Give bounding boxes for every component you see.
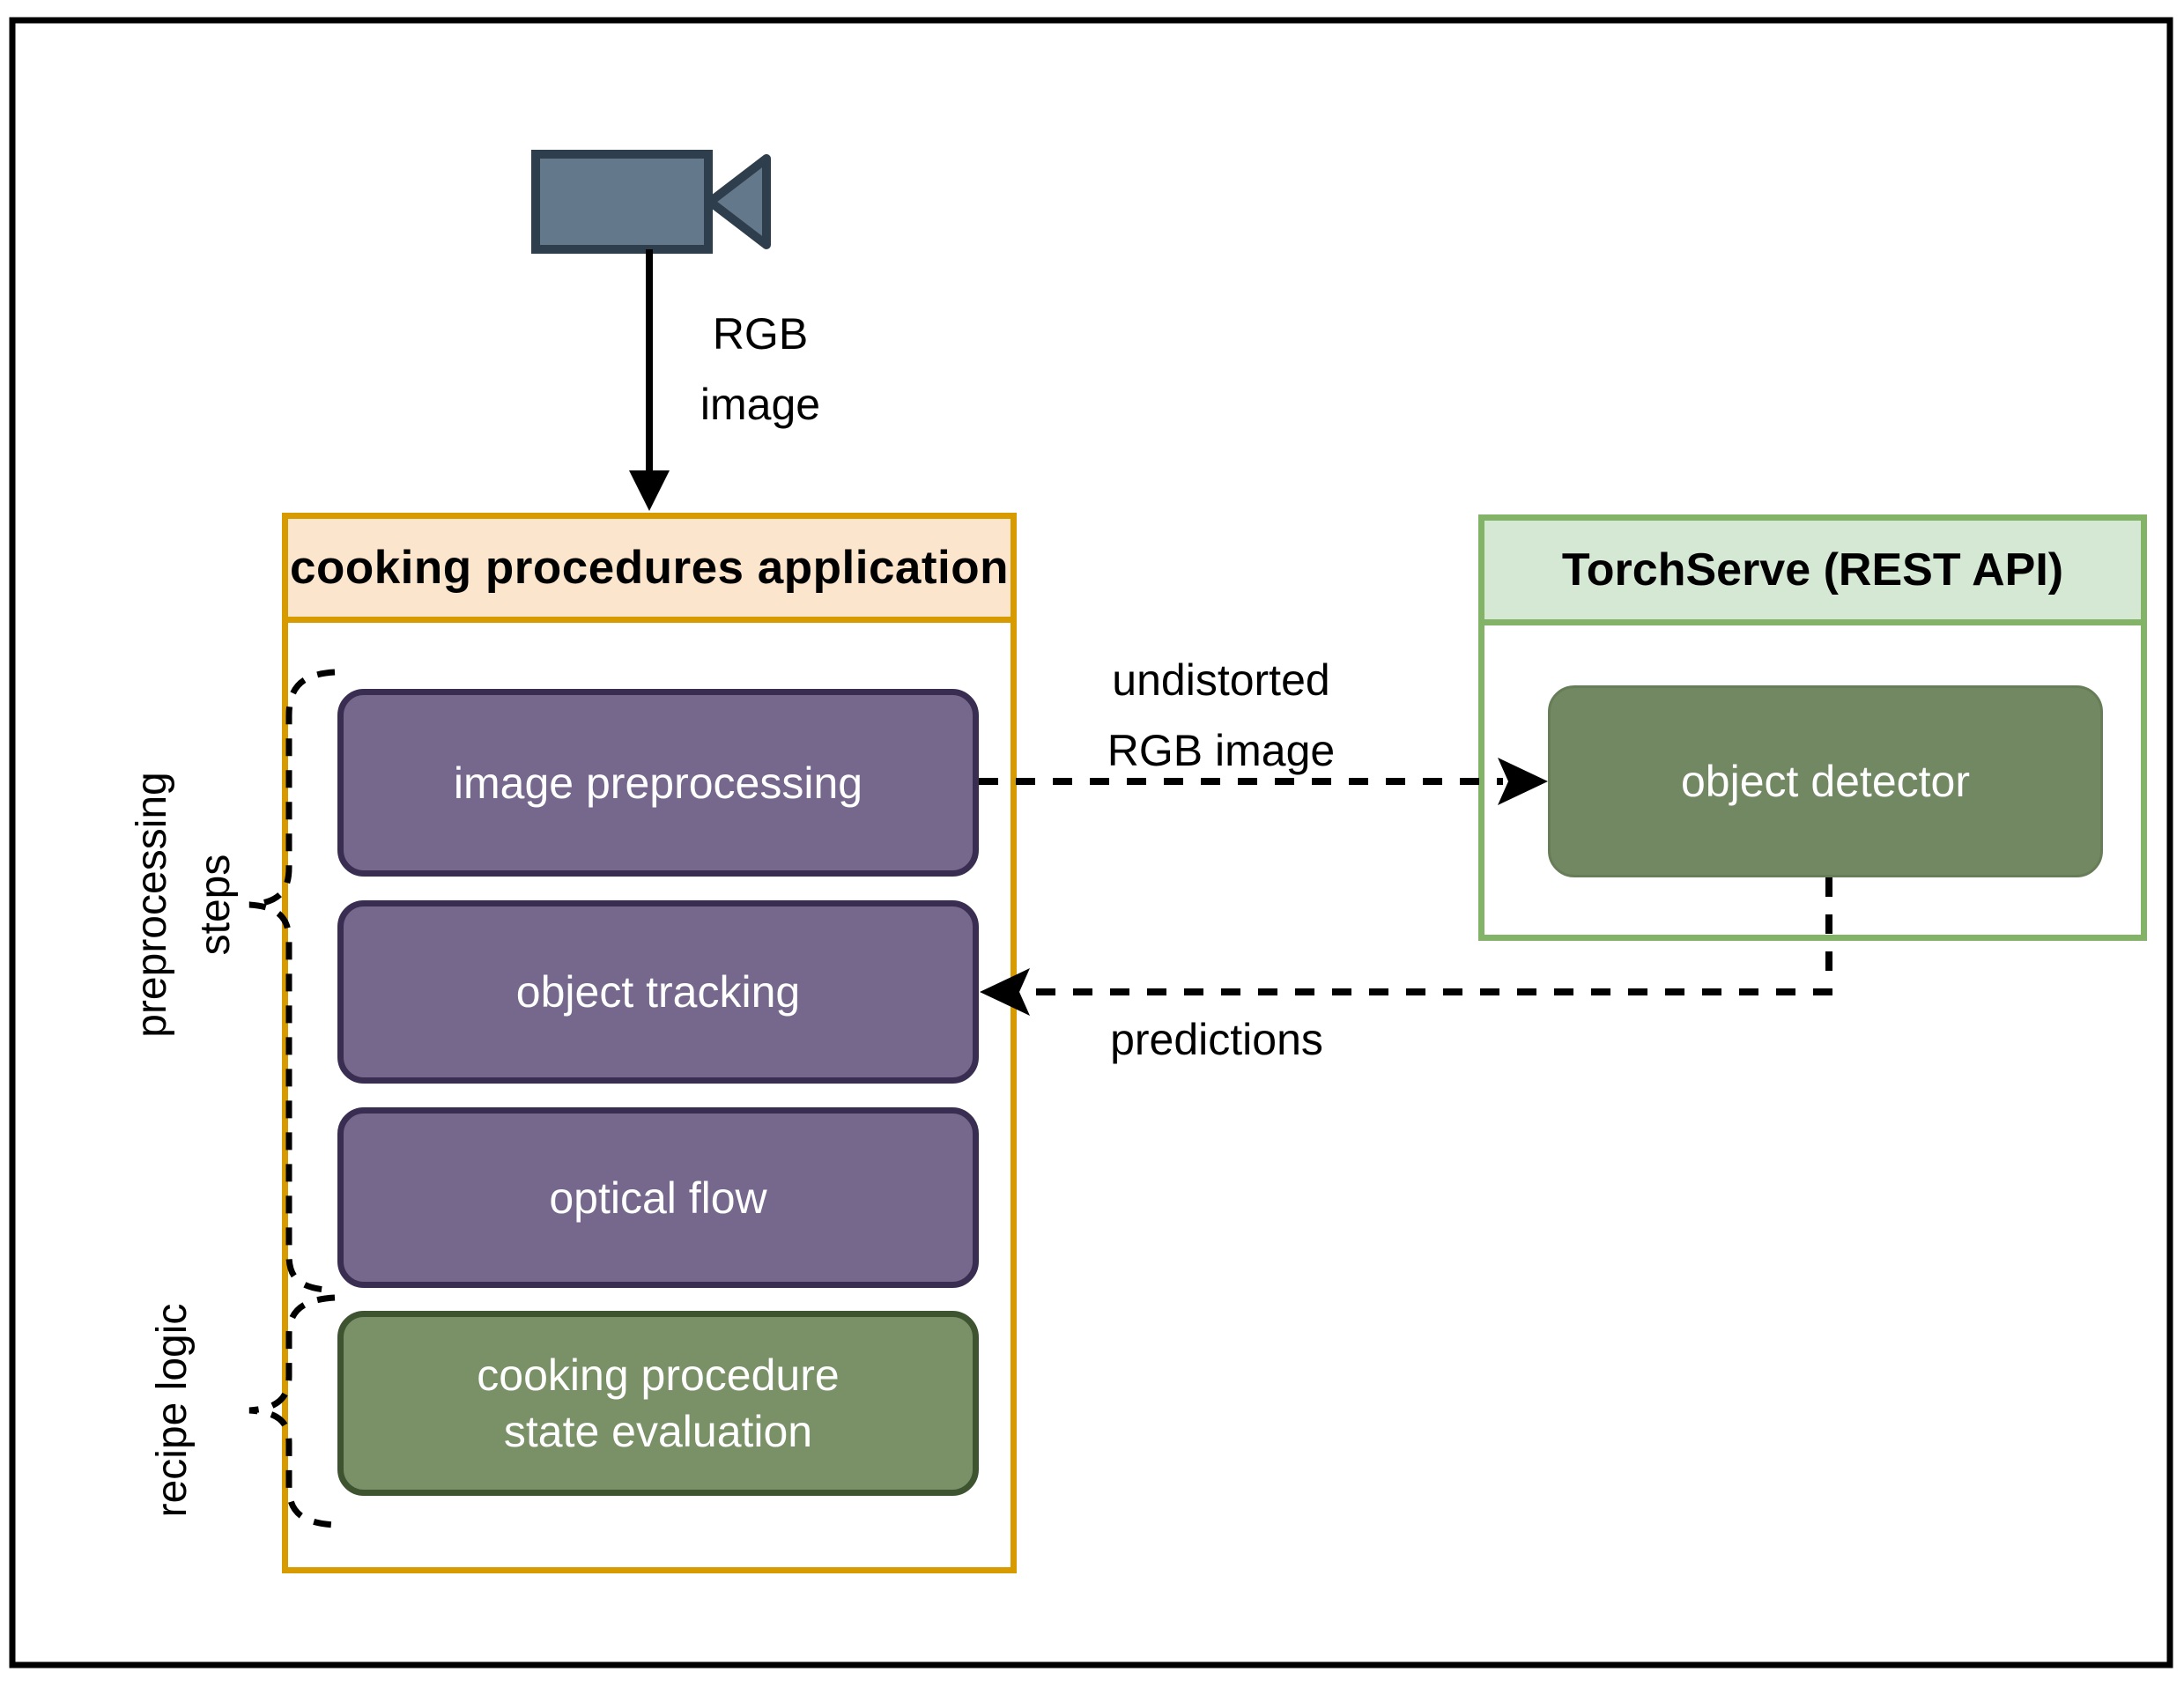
node-label: image preprocessing	[453, 758, 863, 808]
node-image-preprocessing: image preprocessing	[337, 689, 979, 877]
app-title: cooking procedures application	[289, 542, 1010, 594]
group-label-recipe-logic: recipe logic	[149, 1303, 196, 1518]
video-camera-icon	[531, 150, 771, 254]
node-label: object detector	[1681, 757, 1970, 806]
edge-label-predictions: predictions	[1110, 1015, 1323, 1064]
node-label-line: cooking procedure	[477, 1350, 840, 1400]
node-label-line: state evaluation	[503, 1407, 813, 1456]
node-object-detector: object detector	[1548, 685, 2103, 877]
torchserve-header: TorchServe (REST API)	[1484, 521, 2141, 625]
node-cooking-procedure-state-evaluation: cooking procedure state evaluation	[337, 1311, 979, 1496]
node-label: optical flow	[549, 1173, 767, 1223]
group-label-preprocessing-steps: preprocessing steps	[129, 772, 239, 1038]
edge-label-rgb-image: RGB image	[700, 309, 821, 429]
node-label: object tracking	[515, 967, 801, 1017]
node-object-tracking: object tracking	[337, 900, 979, 1084]
app-header: cooking procedures application	[288, 519, 1011, 623]
rgb-image-arrow	[629, 249, 670, 511]
node-optical-flow: optical flow	[337, 1107, 979, 1288]
torchserve-title: TorchServe (REST API)	[1561, 544, 2064, 596]
edge-label-undistorted-rgb-image: undistorted RGB image	[1107, 655, 1336, 775]
